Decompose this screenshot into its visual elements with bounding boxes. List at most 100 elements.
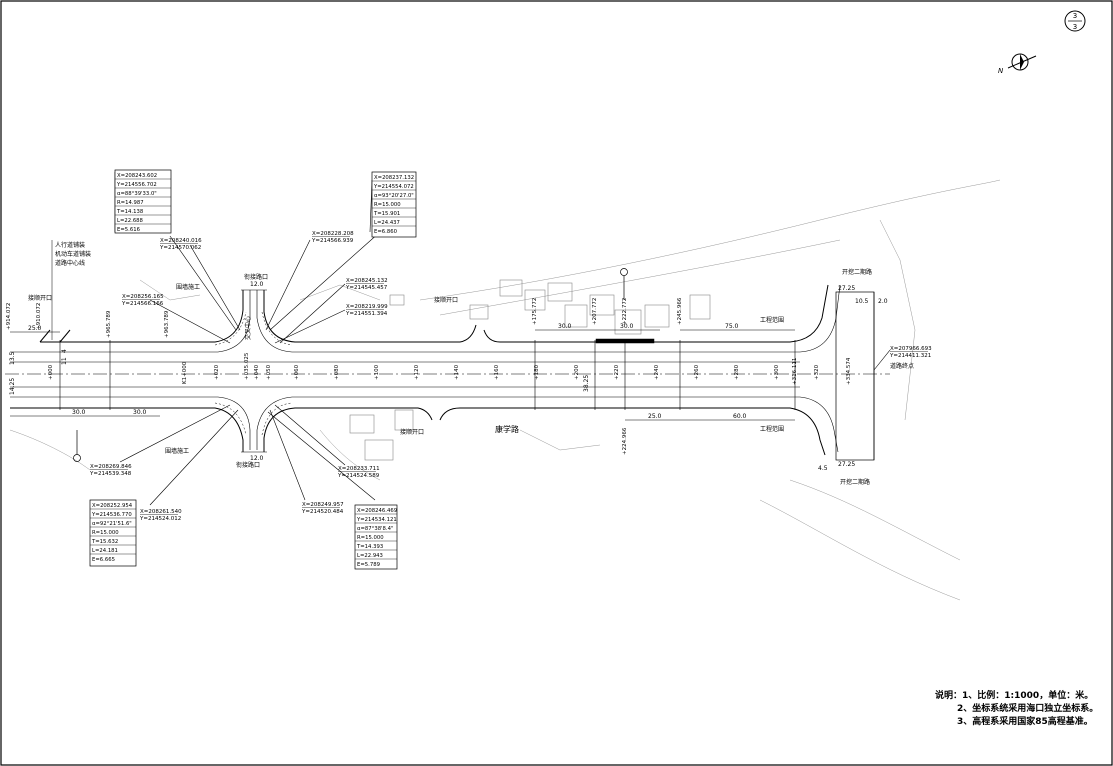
coord-x: X=208219.999 bbox=[346, 304, 388, 310]
curve-table-bottom-right: X=208246.469 Y=214534.121 α=87°38'8.4" R… bbox=[354, 504, 398, 570]
table-row: R=15.000 bbox=[357, 535, 384, 541]
coord-y: Y=214566.939 bbox=[311, 238, 354, 244]
station-label: +963.789 bbox=[164, 310, 170, 338]
sheet-number-badge: 3 3 bbox=[1064, 10, 1086, 32]
chainage-label: +140 bbox=[454, 364, 460, 380]
table-row: R=15.000 bbox=[92, 530, 119, 536]
section-ticks bbox=[59, 289, 796, 453]
coord-x: X=208256.165 bbox=[122, 294, 164, 300]
dimension-label: 38.25 bbox=[583, 375, 590, 392]
dimension-label: 75.0 bbox=[725, 323, 739, 330]
table-row: Y=214554.072 bbox=[373, 184, 414, 190]
station-label: +035.025 bbox=[244, 352, 250, 380]
coord-y: Y=214524.589 bbox=[337, 473, 380, 479]
dimension-label: 14.25 bbox=[9, 378, 16, 395]
coord-y: Y=214539.348 bbox=[89, 471, 132, 477]
note-item: 1、比例：1:1000，单位：米。 bbox=[962, 691, 1094, 701]
table-row: L=22.688 bbox=[117, 218, 144, 224]
station-label: +334.574 bbox=[846, 357, 852, 385]
engineering-scope-label: 工程范围 bbox=[760, 316, 784, 324]
dimension-label: 25.0 bbox=[28, 325, 42, 332]
scope-label: 围墙施工 bbox=[165, 447, 189, 455]
cross-section-label: 机动车道铺装 bbox=[55, 250, 91, 258]
chainage-label: +000 bbox=[48, 364, 54, 380]
notes-block: 说明：1、比例：1:1000，单位：米。 2、坐标系统采用海口独立坐标系。 3、… bbox=[935, 690, 1098, 729]
chainage-label: +100 bbox=[374, 364, 380, 380]
table-row: R=14.987 bbox=[117, 200, 144, 206]
chainage-label: +080 bbox=[334, 364, 340, 380]
road-name: 康学路 bbox=[495, 424, 519, 434]
table-row: T=14.393 bbox=[356, 544, 383, 550]
chainage-labels: +000 K1+000 +020 +040 +060 +080 +100 +12… bbox=[6, 297, 852, 455]
table-row: X=208237.132 bbox=[374, 175, 414, 181]
dimension-labels: 25.0 30.0 30.0 30.0 30.0 75.0 25.0 60.0 … bbox=[9, 281, 888, 472]
chainage-label: +280 bbox=[734, 364, 740, 380]
table-row: α=93°20'27.0" bbox=[374, 193, 414, 199]
table-row: T=15.632 bbox=[91, 539, 118, 545]
station-label: +222.772 bbox=[622, 298, 628, 325]
coord-x: X=208245.132 bbox=[346, 278, 388, 284]
dimension-label: 13.5 bbox=[9, 351, 16, 365]
north-arrow-icon: N bbox=[998, 53, 1037, 75]
station-label: +316.111 bbox=[792, 358, 798, 385]
curve-table-bottom-left: X=208252.954 Y=214536.770 α=92°21'51.6" … bbox=[89, 499, 137, 567]
coord-x: X=208233.711 bbox=[338, 466, 380, 472]
chainage-label: +180 bbox=[534, 364, 540, 380]
chainage-label: +240 bbox=[654, 364, 660, 380]
station-label: +914.072 bbox=[6, 303, 12, 330]
terrain-lines bbox=[9, 179, 1001, 601]
dimension-label: 2.0 bbox=[878, 298, 888, 305]
table-row: E=5.616 bbox=[117, 227, 141, 233]
cross-section-label: 道路中心线 bbox=[55, 259, 85, 267]
coord-y: Y=214570.062 bbox=[159, 245, 201, 251]
drawing-labels: 人行道铺装 机动车道铺装 道路中心线 围墙施工 围墙施工 工程范围 工程范围 衔… bbox=[28, 240, 914, 486]
marker-icons bbox=[73, 268, 628, 462]
junction-label: 衔接路口 bbox=[244, 273, 268, 281]
dimension-label: 12.0 bbox=[250, 281, 264, 288]
dimension-label: 27.25 bbox=[838, 285, 855, 292]
dimension-label: 30.0 bbox=[558, 323, 572, 330]
station-label: +207.772 bbox=[592, 298, 598, 325]
table-row: L=24.181 bbox=[92, 548, 118, 554]
cross-section-label: 人行道铺装 bbox=[55, 241, 85, 249]
north-label: N bbox=[998, 67, 1004, 75]
station-label: +910.072 bbox=[36, 303, 42, 330]
end-label: 开挖二期路 bbox=[840, 478, 870, 486]
chainage-label: +040 bbox=[254, 364, 260, 380]
table-row: L=22.943 bbox=[357, 553, 383, 559]
coord-y: Y=214524.012 bbox=[139, 516, 181, 522]
coord-x: X=207966.693 bbox=[890, 346, 932, 352]
table-row: α=88°39'33.0" bbox=[117, 191, 157, 197]
coord-x: X=208240.016 bbox=[160, 238, 202, 244]
sheet-total: 3 bbox=[1073, 23, 1077, 31]
dimension-label: 10.5 bbox=[855, 298, 869, 305]
station-label: +175.772 bbox=[532, 298, 538, 325]
dimension-label: 30.0 bbox=[72, 409, 86, 416]
dimension-label: 11 bbox=[61, 357, 68, 365]
dimension-label: 27.25 bbox=[838, 461, 855, 468]
station-label: +245.966 bbox=[677, 297, 683, 325]
table-row: X=208246.469 bbox=[357, 508, 397, 514]
curve-table-top-right: X=208237.132 Y=214554.072 α=93°20'27.0" … bbox=[371, 171, 417, 238]
buildings bbox=[349, 279, 711, 461]
table-row: L=24.437 bbox=[374, 220, 400, 226]
table-row: α=87°38'8.4" bbox=[357, 526, 393, 532]
table-row: Y=214536.770 bbox=[91, 512, 132, 518]
note-item: 3、高程系采用国家85高程基准。 bbox=[957, 717, 1093, 727]
station-label: +224.966 bbox=[622, 427, 628, 455]
coord-y: Y=214411.321 bbox=[889, 353, 931, 359]
coord-x: X=208249.957 bbox=[302, 502, 344, 508]
dimension-label: 4.5 bbox=[818, 465, 828, 472]
chainage-label: +320 bbox=[814, 364, 820, 380]
dimension-label: 12.0 bbox=[250, 455, 264, 462]
leader-lines bbox=[114, 172, 891, 506]
coord-x: X=208269.846 bbox=[90, 464, 132, 470]
note-item: 2、坐标系统采用海口独立坐标系。 bbox=[957, 704, 1099, 714]
table-row: Y=214534.121 bbox=[356, 517, 397, 523]
coord-y: Y=214545.457 bbox=[345, 285, 388, 291]
chainage-label: +220 bbox=[614, 364, 620, 380]
marker-circle-icon bbox=[620, 268, 628, 276]
coord-x: X=208261.540 bbox=[140, 509, 182, 515]
coordinate-labels: X=208240.016 Y=214570.062 X=208228.208 Y… bbox=[89, 231, 932, 522]
